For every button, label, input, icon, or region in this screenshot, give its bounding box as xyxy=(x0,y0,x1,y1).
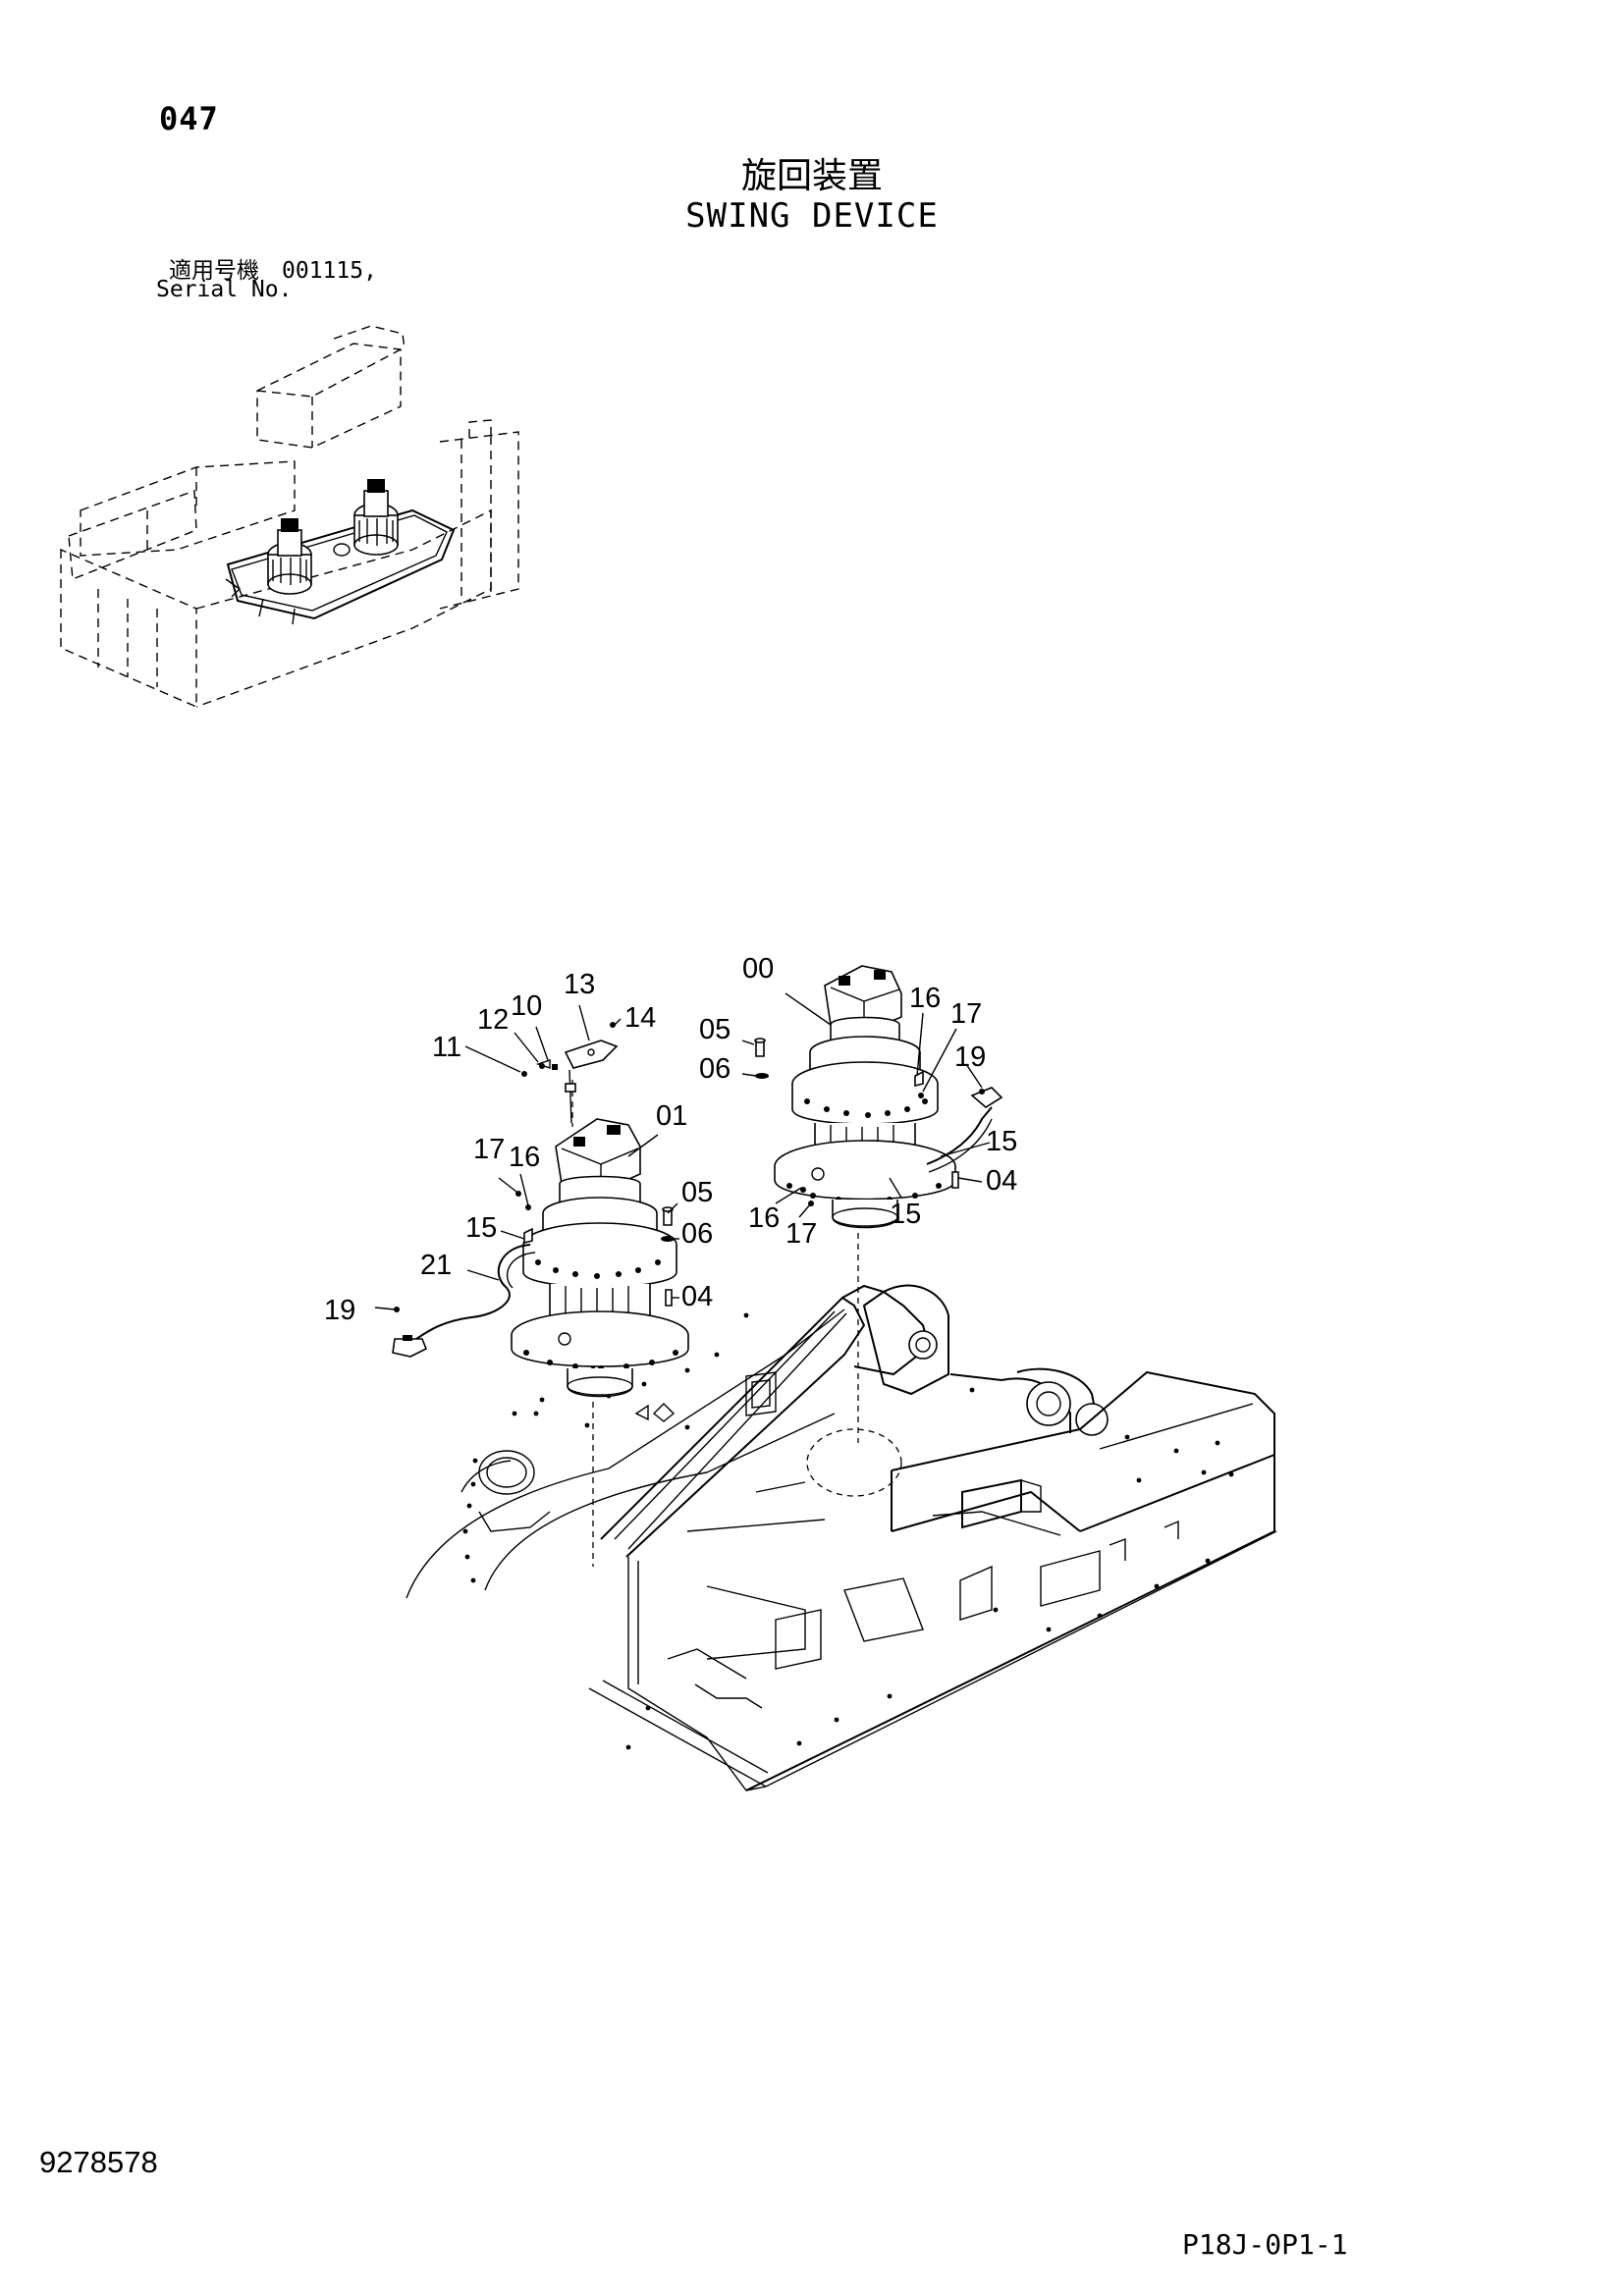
title-japanese: 旋回装置 xyxy=(740,156,883,196)
document-number: 9278578 xyxy=(39,2145,158,2179)
callout-17-right: 17 xyxy=(950,998,982,1030)
serial-label-japanese: 適用号機 001115, xyxy=(169,258,377,284)
callout-06-left: 06 xyxy=(681,1218,713,1250)
callout-04-right: 04 xyxy=(986,1165,1017,1197)
callout-00: 00 xyxy=(742,953,774,985)
callout-14: 14 xyxy=(624,1002,656,1034)
title-english: SWING DEVICE xyxy=(685,196,939,236)
callout-16-right: 16 xyxy=(909,983,941,1014)
page-number: 047 xyxy=(159,100,219,137)
swing-device-left xyxy=(392,1022,689,1567)
upper-frame xyxy=(406,1284,1277,1791)
callout-01: 01 xyxy=(656,1100,687,1132)
callout-10: 10 xyxy=(511,990,542,1022)
callout-labels: 00 01 04 04 05 05 06 06 10 11 12 13 14 1… xyxy=(324,953,1017,1326)
callout-15-right: 15 xyxy=(986,1126,1017,1157)
callout-19-left: 19 xyxy=(324,1295,355,1326)
callout-11: 11 xyxy=(432,1032,461,1063)
leader-lines xyxy=(374,992,991,1310)
callout-06-right: 06 xyxy=(699,1053,731,1085)
callout-17-bottom: 17 xyxy=(785,1218,817,1250)
callout-12: 12 xyxy=(477,1004,509,1036)
sheet-code: P18J-0P1-1 xyxy=(1182,2228,1348,2261)
callout-15-left: 15 xyxy=(465,1212,497,1244)
callout-17-left: 17 xyxy=(473,1134,505,1165)
callout-13: 13 xyxy=(564,969,595,1000)
machine-overview-keymap xyxy=(60,325,519,709)
callout-16-left: 16 xyxy=(509,1142,540,1173)
callout-04-left: 04 xyxy=(681,1281,713,1312)
callout-05-left: 05 xyxy=(681,1177,713,1208)
callout-16-bottom: 16 xyxy=(748,1202,780,1234)
serial-label-english: Serial No. xyxy=(156,277,293,302)
callout-19-right: 19 xyxy=(954,1041,986,1073)
swing-device-right xyxy=(754,965,1003,1443)
callout-21: 21 xyxy=(420,1250,452,1281)
callout-05-right: 05 xyxy=(699,1014,731,1045)
callout-15-bottom: 15 xyxy=(890,1199,921,1230)
